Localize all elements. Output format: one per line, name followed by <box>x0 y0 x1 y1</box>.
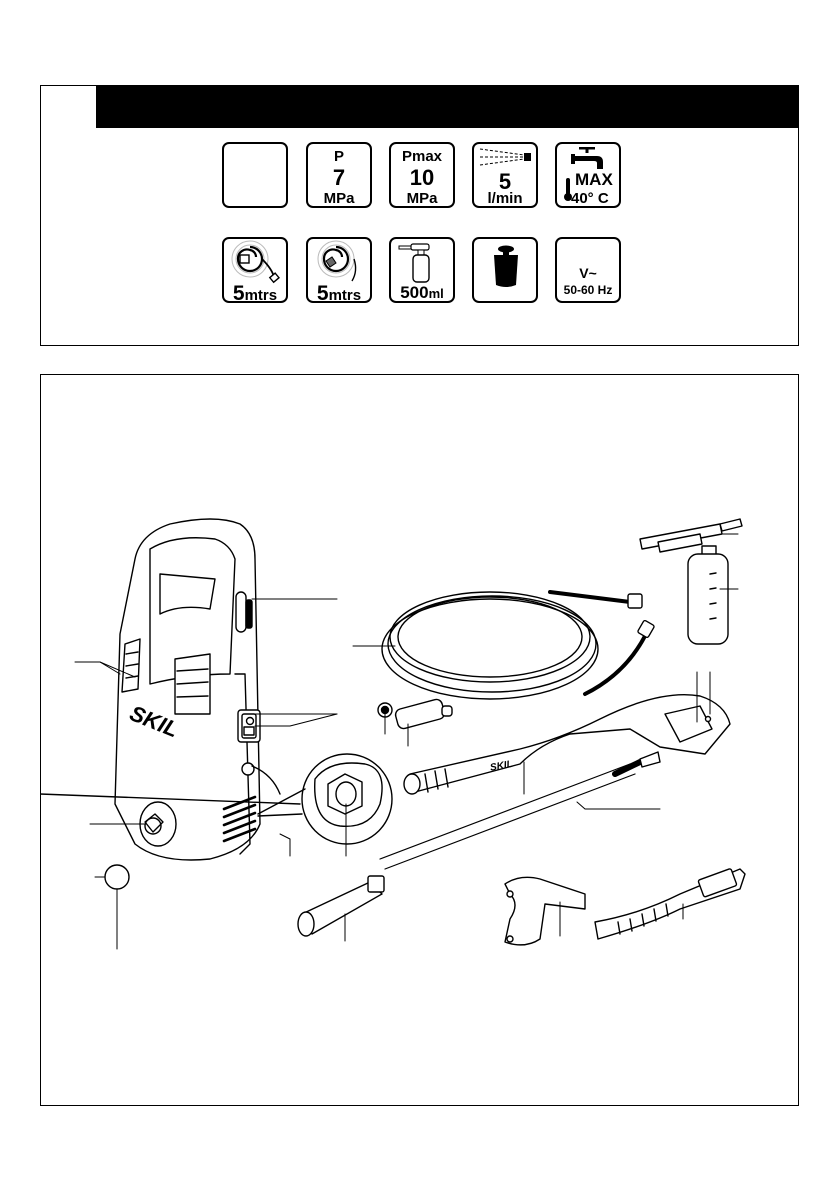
water-filter <box>104 864 130 890</box>
lance <box>379 751 661 870</box>
tap-thermometer-icon <box>564 147 603 201</box>
cable-reel-icon <box>317 240 357 282</box>
brand-logo-gun: SKIL <box>489 759 513 774</box>
spec-unit: mtrs <box>328 287 362 303</box>
high-pressure-hose <box>381 590 655 700</box>
spec-tile-max-inlet-temperature: MAX 40° C <box>555 142 621 208</box>
spec-value: 5 <box>316 282 329 303</box>
spray-gun: SKIL <box>403 693 731 795</box>
hose-reel-icon <box>231 240 280 284</box>
title-bar <box>96 85 799 128</box>
spec-tile-rated-pressure: P 7 MPa <box>306 142 372 208</box>
spec-tile-weight <box>472 237 538 303</box>
spec-tile-voltage-frequency: V~ 50-60 Hz <box>555 237 621 303</box>
spec-label: P <box>333 148 344 165</box>
adjustable-nozzle <box>297 875 385 937</box>
spec-value-unit: 5mtrs <box>308 282 370 303</box>
pressure-washer-unit: SKIL <box>114 518 261 861</box>
spray-nozzle-icon <box>479 148 531 166</box>
spec-label: Pmax <box>401 148 443 165</box>
hose-strap <box>594 868 746 940</box>
inlet-filter-washer <box>377 702 393 718</box>
spec-value-unit: 500ml <box>391 284 453 301</box>
spec-value: 5 <box>498 169 512 194</box>
spec-value: 5 <box>232 282 245 303</box>
spec-tile-cable-length: 5mtrs <box>306 237 372 303</box>
spec-unit: l/min <box>487 190 523 207</box>
parts-diagram-panel <box>40 374 799 1106</box>
spec-unit: 50-60 Hz <box>563 283 613 297</box>
spec-unit: mtrs <box>244 287 278 303</box>
spec-tile-detergent-bottle: 500ml <box>389 237 455 303</box>
parts-diagram: SKIL <box>40 518 746 950</box>
spec-value: 500 <box>400 283 429 302</box>
spec-tile-model-number <box>222 142 288 208</box>
leader-lance <box>576 801 661 810</box>
spec-unit: MPa <box>406 190 438 207</box>
spec-tile-flow-rate: 5 l/min <box>472 142 538 208</box>
wall-bracket <box>504 876 586 946</box>
spec-tile-hose-length: 5mtrs <box>222 237 288 303</box>
garden-hose-connector <box>394 698 453 730</box>
leader-lines <box>74 533 739 950</box>
cable-hook <box>235 591 253 633</box>
spec-value-unit: 5mtrs <box>224 282 286 303</box>
spec-value: V~ <box>579 265 597 281</box>
ventilation-slots <box>222 795 257 843</box>
leader-vents <box>279 833 291 857</box>
detergent-bottle <box>639 518 743 645</box>
spec-tile-max-pressure: Pmax 10 MPa <box>389 142 455 208</box>
spec-unit: 40° C <box>571 190 609 207</box>
water-inlet-detail <box>40 753 393 845</box>
water-outlet <box>139 801 177 847</box>
spec-value: 10 <box>409 165 435 190</box>
weight-icon <box>494 245 518 287</box>
spec-value: 7 <box>332 165 346 190</box>
spec-unit: ml <box>428 286 444 301</box>
spec-value: MAX <box>575 170 613 189</box>
spec-unit: MPa <box>323 190 355 207</box>
detergent-bottle-icon <box>398 243 430 283</box>
